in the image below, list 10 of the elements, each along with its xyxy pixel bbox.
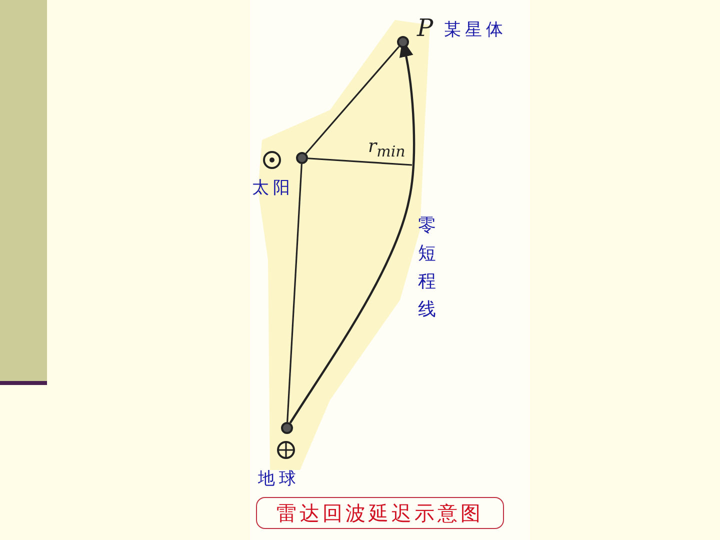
point-label: 地球 <box>258 468 300 490</box>
caption: 雷达回波延迟示意图 <box>256 497 504 529</box>
edge-label: r$_{min}$ <box>368 136 406 161</box>
edge-label: 零短程线 <box>418 214 437 322</box>
point-letter: P <box>417 14 434 42</box>
radius-line <box>308 158 412 166</box>
line <box>305 46 400 154</box>
point-label: 太阳 <box>252 177 294 199</box>
line <box>286 164 302 422</box>
point-label: 某星体 <box>444 19 507 41</box>
